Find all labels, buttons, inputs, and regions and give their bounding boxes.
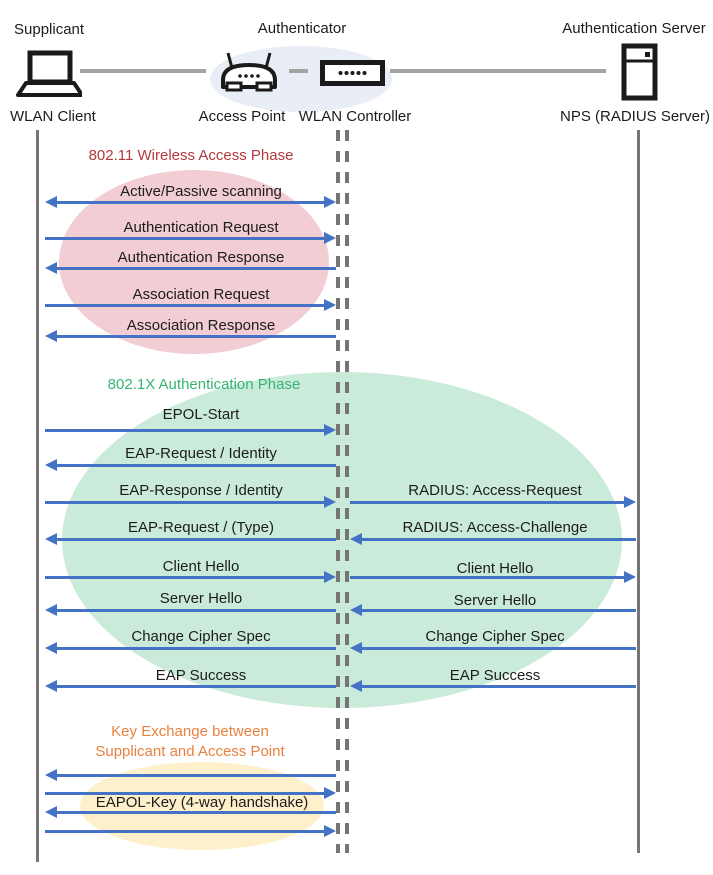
- arrowhead-left-icon: [45, 533, 57, 545]
- arrowhead-right-icon: [324, 787, 336, 799]
- message-label: Change Cipher Spec: [131, 628, 271, 645]
- arrowhead-left-icon: [350, 604, 362, 616]
- message-label: EAP Success: [155, 667, 247, 684]
- arrowhead-right-icon: [624, 496, 636, 508]
- message-arrow-line: [360, 647, 636, 650]
- server-icon: [621, 43, 658, 101]
- arrowhead-right-icon: [324, 232, 336, 244]
- message-arrow-line: [45, 429, 326, 432]
- message-label: Association Response: [126, 317, 276, 334]
- message-arrow-line: [55, 685, 336, 688]
- message-arrow-line: [55, 774, 336, 777]
- message-label: Active/Passive scanning: [120, 183, 282, 200]
- lifeline-supplicant: [36, 130, 39, 862]
- message-arrow-line: [45, 792, 326, 795]
- message-arrow-line: [55, 609, 336, 612]
- message-label: EAP-Request / (Type): [128, 519, 274, 536]
- arrowhead-right-icon: [324, 571, 336, 583]
- message-label: Server Hello: [159, 590, 243, 607]
- message-arrow-line: [350, 576, 626, 579]
- message-label: EPOL-Start: [162, 406, 240, 423]
- message-arrow-line: [55, 201, 326, 204]
- device-label-nps-radius-server: NPS (RADIUS Server): [559, 108, 711, 125]
- message-arrow-line: [360, 685, 636, 688]
- arrowhead-left-icon: [45, 604, 57, 616]
- arrowhead-left-icon: [45, 680, 57, 692]
- phase3-title-line1: Key Exchange between: [111, 723, 269, 740]
- message-arrow-line: [55, 267, 336, 270]
- message-arrow-line: [55, 811, 336, 814]
- arrowhead-left-icon: [350, 642, 362, 654]
- role-label-authenticator: Authenticator: [257, 20, 347, 37]
- connector-dash: [289, 69, 308, 73]
- phase3-title: Key Exchange between Supplicant and Acce…: [95, 722, 284, 762]
- device-label-wlan-client: WLAN Client: [10, 108, 96, 125]
- arrowhead-right-icon: [624, 571, 636, 583]
- message-label: Authentication Response: [117, 249, 285, 266]
- arrowhead-right-icon: [324, 496, 336, 508]
- message-label: Authentication Request: [123, 219, 279, 236]
- message-arrow-line: [350, 501, 626, 504]
- lifeline-authenticator-dashed-left: [336, 130, 340, 853]
- phase3-ellipse: [80, 762, 324, 850]
- message-label: EAPOL-Key (4-way handshake): [95, 794, 309, 811]
- message-label: Change Cipher Spec: [425, 628, 565, 645]
- message-arrow-line: [55, 647, 336, 650]
- arrowhead-right-icon: [324, 825, 336, 837]
- arrowhead-left-icon: [350, 680, 362, 692]
- laptop-icon: [16, 50, 82, 97]
- message-label: EAP-Request / Identity: [125, 445, 277, 462]
- message-arrow-line: [55, 464, 336, 467]
- connector-line: [80, 69, 206, 73]
- phase2-title: 802.1X Authentication Phase: [107, 376, 301, 393]
- arrowhead-left-icon: [45, 806, 57, 818]
- arrowhead-left-icon: [45, 262, 57, 274]
- lifeline-authentication-server: [637, 130, 640, 853]
- message-arrow-line: [45, 576, 326, 579]
- arrowhead-left-icon: [45, 769, 57, 781]
- arrowhead-right-icon: [324, 196, 336, 208]
- arrowhead-left-icon: [45, 642, 57, 654]
- message-arrow-line: [360, 538, 636, 541]
- message-arrow-line: [55, 335, 336, 338]
- message-arrow-line: [45, 304, 326, 307]
- device-label-access-point: Access Point: [198, 108, 286, 125]
- message-arrow-line: [45, 830, 326, 833]
- message-arrow-line: [45, 237, 326, 240]
- arrowhead-left-icon: [350, 533, 362, 545]
- message-arrow-line: [360, 609, 636, 612]
- message-label: Client Hello: [162, 558, 240, 575]
- role-label-authentication-server: Authentication Server: [562, 20, 706, 37]
- access-point-icon: [221, 52, 277, 92]
- arrowhead-left-icon: [45, 459, 57, 471]
- message-label: EAP Success: [449, 667, 541, 684]
- arrowhead-left-icon: [45, 330, 57, 342]
- lifeline-authenticator-dashed-right: [345, 130, 349, 853]
- connector-line: [390, 69, 606, 73]
- message-arrow-line: [55, 538, 336, 541]
- phase1-title: 802.11 Wireless Access Phase: [88, 147, 294, 164]
- message-label: Client Hello: [456, 560, 534, 577]
- arrowhead-right-icon: [324, 424, 336, 436]
- wlan-controller-icon: [320, 60, 385, 86]
- message-label: EAP-Response / Identity: [119, 482, 283, 499]
- message-label: RADIUS: Access-Challenge: [402, 519, 588, 536]
- message-label: Association Request: [132, 286, 270, 303]
- message-arrow-line: [45, 501, 326, 504]
- phase3-title-line2: Supplicant and Access Point: [95, 743, 285, 760]
- arrowhead-left-icon: [45, 196, 57, 208]
- device-label-wlan-controller: WLAN Controller: [298, 108, 412, 125]
- arrowhead-right-icon: [324, 299, 336, 311]
- message-label: RADIUS: Access-Request: [408, 482, 582, 499]
- phase1-ellipse: [59, 170, 329, 354]
- role-label-supplicant: Supplicant: [14, 21, 85, 38]
- message-label: Server Hello: [453, 592, 537, 609]
